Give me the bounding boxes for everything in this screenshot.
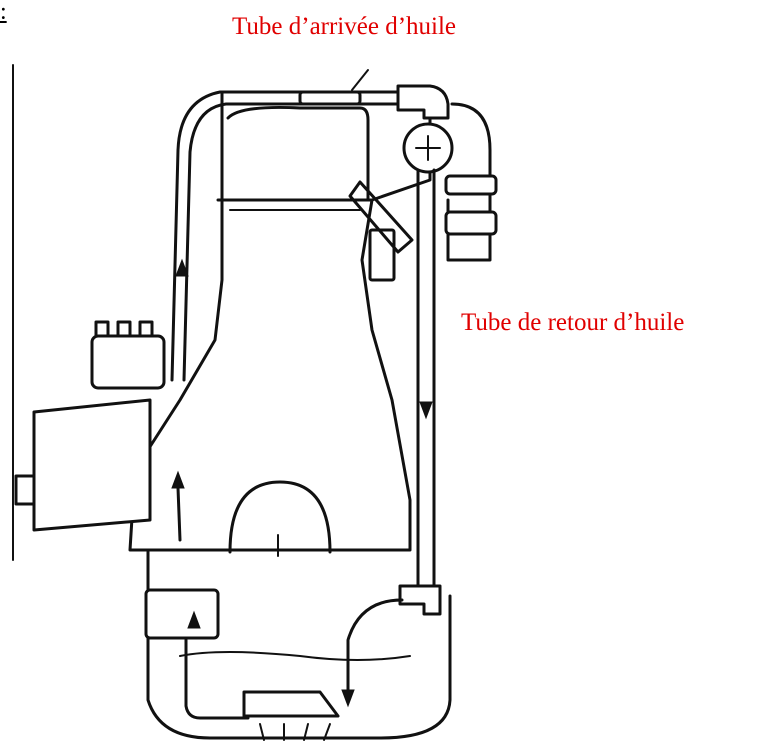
inlet-pointer-line [351, 69, 369, 91]
feed-shaft [176, 486, 182, 542]
breather-pipe [348, 180, 414, 254]
oil-inlet-tube-outer [170, 90, 412, 382]
top-casing [220, 105, 370, 202]
sump-return-arrow [341, 689, 355, 708]
distributor-teeth [94, 320, 154, 338]
oil-sump [146, 550, 452, 740]
return-flow-arrow-down [419, 401, 433, 420]
inlet-flow-arrow-up [175, 258, 189, 277]
pickup-strainer [242, 690, 340, 718]
oil-pump [144, 588, 220, 640]
crank-pulley [228, 480, 332, 554]
suction-arrows [259, 723, 331, 741]
oil-return-tube-label: Tube de retour d’huile [461, 309, 685, 336]
starter-motor [32, 398, 152, 532]
hose-clamp-upper [444, 174, 498, 196]
starter-end-cap [14, 474, 36, 506]
distributor-cap [90, 334, 166, 390]
oil-inlet-tube-inner [182, 102, 410, 382]
top-elbow-fitting [396, 84, 450, 120]
inlet-tube-fitting [298, 90, 362, 106]
oil-level-line [179, 651, 411, 661]
feed-arrow-up [171, 470, 185, 489]
bottom-elbow-fitting [398, 584, 442, 616]
corner-mark: : [0, 0, 7, 25]
oil-inlet-tube-label: Tube d’arrivée d’huile [232, 13, 457, 40]
side-bracket [368, 228, 396, 282]
pickup-flow-arrow-up [187, 610, 201, 629]
hose-clamp-lower [444, 210, 498, 236]
return-outflow [346, 598, 404, 692]
pickup-tube [184, 638, 250, 720]
